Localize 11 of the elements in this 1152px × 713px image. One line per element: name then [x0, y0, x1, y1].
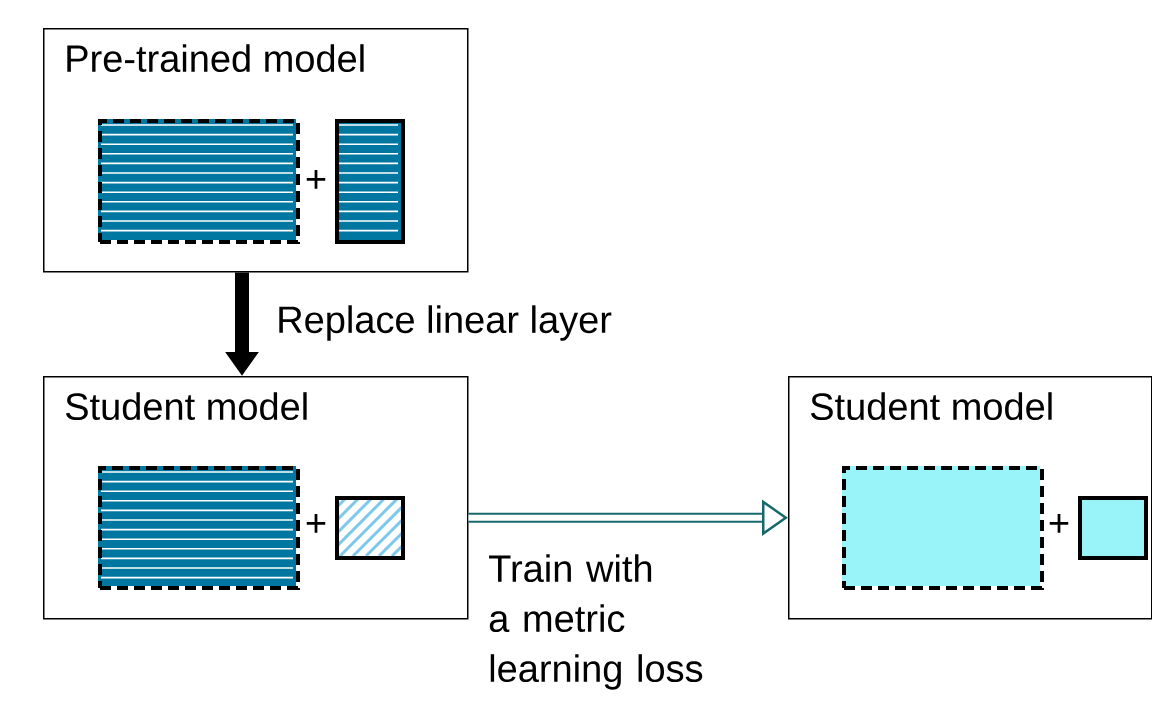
- plus-sign: +: [306, 514, 326, 533]
- layer-block: [98, 119, 300, 244]
- edge-label: Train with a metric learning loss: [487, 553, 740, 691]
- layer-block: [335, 119, 405, 244]
- plus-sign: +: [1049, 514, 1069, 533]
- plus-sign: +: [306, 170, 326, 189]
- layer-block: [335, 496, 405, 560]
- layer-block: [98, 466, 300, 590]
- edge-label: Replace linear layer: [275, 304, 614, 342]
- layer-block: [842, 466, 1044, 590]
- layer-block: [1078, 496, 1148, 560]
